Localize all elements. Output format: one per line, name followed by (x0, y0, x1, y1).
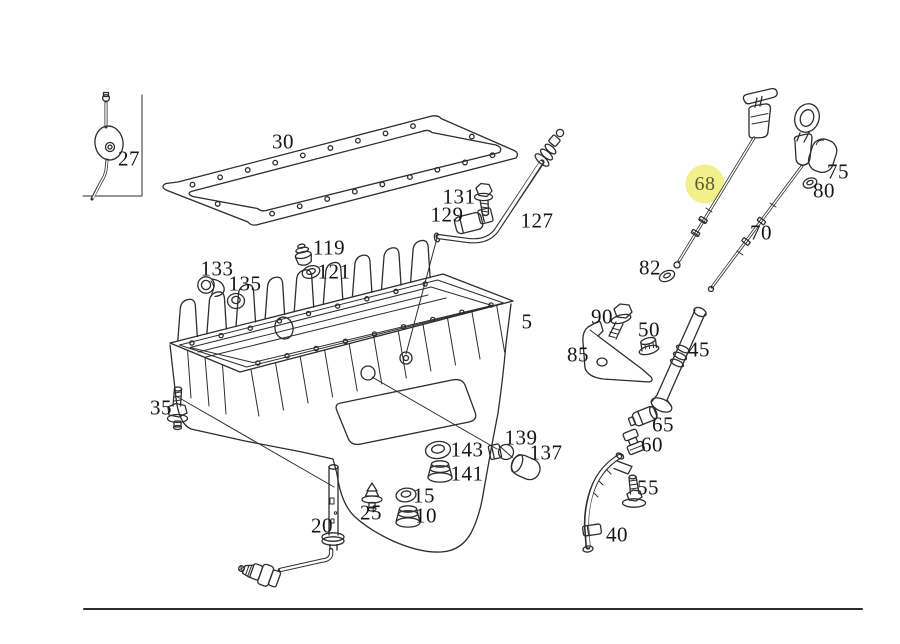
oil-pan-5-drawing (169, 237, 514, 553)
bolt-55-drawing (621, 474, 647, 508)
fitting-60-drawing (622, 428, 645, 456)
part-label-55: 55 (637, 475, 659, 500)
oil-level-sensor-20-drawing (238, 464, 345, 588)
part-label-133: 133 (200, 256, 234, 281)
part-label-75: 75 (827, 159, 849, 184)
part-27-drawing (82, 91, 143, 201)
bolt-90-drawing (608, 303, 633, 340)
part-label-50: 50 (638, 317, 660, 342)
seal-82-drawing (658, 269, 676, 283)
gasket-30-drawing (162, 115, 519, 226)
bracket-85-drawing (582, 320, 653, 383)
plug-119-drawing (294, 243, 312, 266)
highlight-circle-68 (685, 164, 725, 204)
part-label-119: 119 (312, 235, 346, 260)
part-label-85: 85 (567, 342, 589, 367)
seal-135-drawing (226, 292, 246, 310)
clamp-129-drawing (453, 207, 494, 235)
part-label-131: 131 (442, 184, 476, 209)
grommet-50-drawing (638, 336, 660, 356)
part-label-129: 129 (430, 202, 464, 227)
part-label-20: 20 (311, 513, 333, 538)
leader-20 (175, 395, 335, 488)
part-label-68-highlighted: 68 (694, 173, 716, 195)
part-label-80: 80 (813, 178, 835, 203)
plug-137-drawing (510, 454, 541, 481)
part-label-90: 90 (591, 304, 613, 329)
part-label-127: 127 (520, 208, 554, 233)
guide-tube-45-drawing (650, 306, 707, 413)
part-label-30: 30 (272, 129, 294, 154)
part-label-65: 65 (652, 412, 674, 437)
dipstick-70-drawing (707, 103, 820, 293)
pipe-127-drawing (433, 128, 565, 244)
part-label-40: 40 (606, 522, 628, 547)
part-label-5: 5 (521, 309, 533, 334)
part-label-141: 141 (450, 461, 484, 486)
drain-tube-40-drawing (582, 452, 633, 553)
leader-139 (371, 376, 498, 450)
clamp-139-drawing (487, 443, 515, 461)
bolt-35-drawing (166, 386, 189, 431)
dipstick-68-drawing (673, 87, 778, 269)
seal-15-drawing (395, 487, 417, 503)
part-label-27: 27 (118, 146, 140, 171)
leader-127 (405, 237, 438, 355)
part-label-82: 82 (639, 255, 661, 280)
bolt-131-drawing (473, 182, 494, 217)
part-label-121: 121 (317, 259, 351, 284)
plug-133-drawing (197, 276, 225, 298)
cap-75-drawing (807, 138, 838, 174)
part-label-60: 60 (641, 432, 663, 457)
part-label-25: 25 (360, 500, 382, 525)
pan-flange-holes (189, 281, 494, 366)
part-label-135: 135 (228, 271, 262, 296)
plug-10-drawing (395, 505, 421, 528)
part-label-45: 45 (688, 337, 710, 362)
part-label-143: 143 (450, 437, 484, 462)
part-label-35: 35 (150, 395, 172, 420)
part-label-139: 139 (504, 425, 538, 450)
part-label-137: 137 (529, 440, 563, 465)
plug-141-drawing (427, 460, 453, 483)
part-label-15: 15 (413, 483, 435, 508)
seal-80-drawing (802, 177, 818, 189)
clip-25-drawing (361, 482, 383, 512)
clamp-65-drawing (627, 405, 658, 427)
part-label-10: 10 (415, 503, 437, 528)
seal-143-drawing (424, 440, 452, 460)
gasket-bolt-holes (189, 123, 496, 217)
part-label-70: 70 (750, 220, 772, 245)
